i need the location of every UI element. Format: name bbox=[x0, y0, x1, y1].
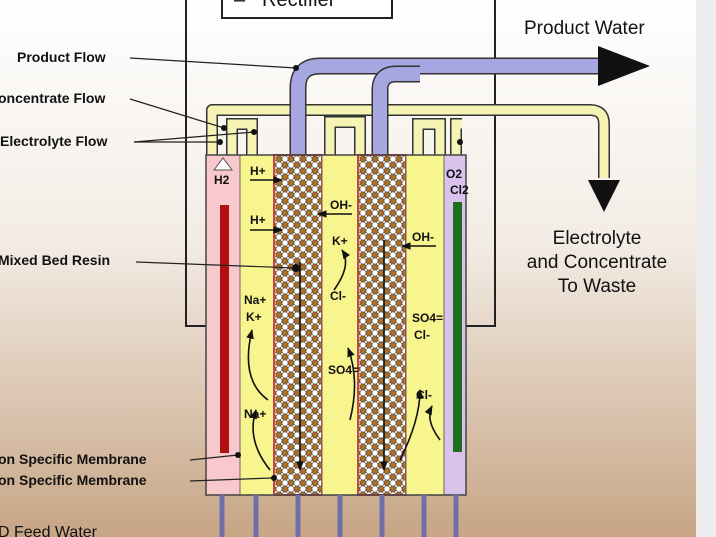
scrollbar-track[interactable] bbox=[696, 0, 716, 537]
concentrate-flow-label: oncentrate Flow bbox=[0, 90, 105, 106]
cl2-label: Cl2 bbox=[450, 183, 469, 197]
leader-lines bbox=[129, 57, 297, 482]
waste-arrowhead bbox=[588, 180, 620, 212]
rectifier: – Rectifier bbox=[185, 0, 496, 327]
ion-na-plus-1: Na+ bbox=[244, 293, 266, 307]
ion-so4-1: SO4= bbox=[412, 311, 443, 325]
rectifier-box bbox=[221, 0, 393, 19]
ion-oh-minus-1: OH- bbox=[330, 198, 352, 212]
h2-vent-arrow bbox=[213, 157, 233, 171]
leader-dots bbox=[217, 65, 463, 481]
resin-cell-2 bbox=[357, 154, 407, 496]
product-flow-label: Product Flow bbox=[17, 49, 106, 65]
h2-label: H2 bbox=[214, 173, 230, 187]
product-water-label: Product Water bbox=[524, 18, 645, 39]
o2-label: O2 bbox=[446, 167, 462, 181]
ion-h-plus-1: H+ bbox=[250, 164, 266, 178]
electrolyte-flow-label: Electrolyte Flow bbox=[0, 133, 107, 149]
rectifier-prefix: – bbox=[234, 0, 246, 11]
waste-label-line2: and Concentrate bbox=[527, 252, 668, 273]
rectifier-label: Rectifier bbox=[262, 0, 336, 11]
cathode-electrode bbox=[220, 205, 229, 453]
anode-electrode bbox=[453, 202, 462, 452]
ion-arrows bbox=[246, 176, 441, 471]
waste-label-line3: To Waste bbox=[558, 276, 637, 297]
ion-k-plus-1: K+ bbox=[332, 234, 348, 248]
ion-cl-minus-3: Cl- bbox=[416, 388, 432, 402]
concentrate-cell-1 bbox=[239, 154, 275, 496]
feed-pipes bbox=[219, 495, 459, 537]
waste-label-line1: Electrolyte bbox=[553, 228, 642, 249]
concentrate-cell-3 bbox=[405, 154, 445, 496]
ion-h-plus-2: H+ bbox=[250, 213, 266, 227]
mixed-bed-resin-label: Mixed Bed Resin bbox=[0, 252, 110, 268]
resin-cell-1 bbox=[273, 154, 323, 496]
product-arrowhead bbox=[598, 46, 650, 86]
stack-outline bbox=[205, 154, 467, 496]
product-pipes bbox=[289, 57, 600, 155]
ion-so4-2: SO4= bbox=[328, 363, 359, 377]
ion-oh-minus-2: OH- bbox=[412, 230, 434, 244]
concentrate-cell-2 bbox=[321, 154, 359, 496]
membrane-label-1: on Specific Membrane bbox=[0, 451, 147, 467]
membrane-label-2: on Specific Membrane bbox=[0, 472, 147, 488]
feed-water-label: D Feed Water bbox=[0, 524, 98, 537]
ion-k-plus-2: K+ bbox=[246, 310, 262, 324]
cell-stack bbox=[205, 154, 467, 496]
ion-cl-minus-2: Cl- bbox=[414, 328, 430, 342]
yellow-manifold bbox=[206, 104, 610, 178]
ion-cl-minus-1: Cl- bbox=[330, 289, 346, 303]
